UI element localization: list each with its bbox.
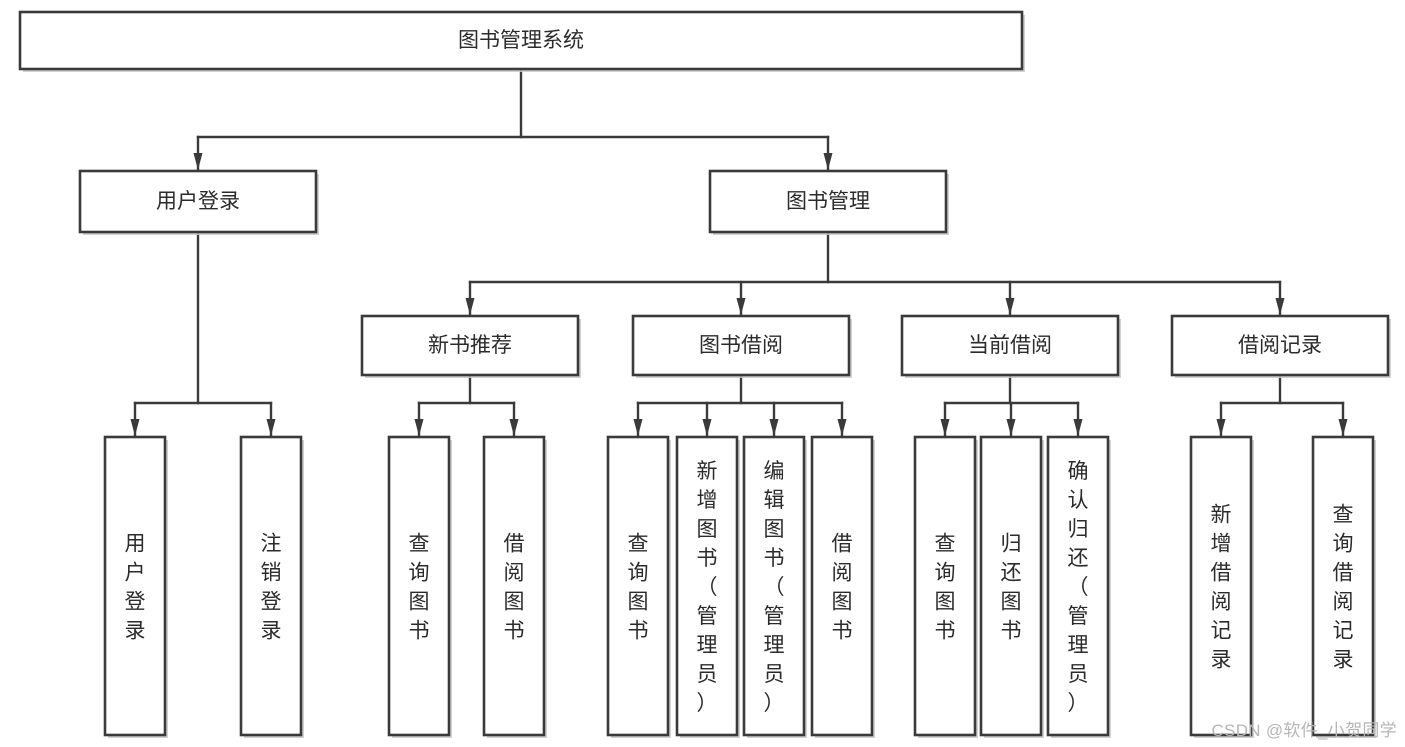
node-leaf-borrow-book-recommend[interactable]: 借阅图书 <box>482 435 547 738</box>
edge-group-book-management <box>465 230 1285 316</box>
edge-group-book-borrow <box>633 373 847 437</box>
arrow-head-icon <box>465 298 475 315</box>
node-borrow-record[interactable]: 借阅记录 <box>1170 314 1391 378</box>
node-label: 新增图书（管理员） <box>697 460 718 715</box>
node-current-borrow[interactable]: 当前借阅 <box>900 314 1121 378</box>
node-leaf-add-book[interactable]: 新增图书（管理员） <box>675 435 740 738</box>
node-leaf-borrow-book[interactable]: 借阅图书 <box>810 435 875 738</box>
node-label: 查询图书 <box>628 533 649 643</box>
arrow-head-icon <box>769 419 779 436</box>
arrow-head-icon <box>1005 298 1015 315</box>
arrow-head-icon <box>1216 419 1226 436</box>
arrow-head-icon <box>130 419 140 436</box>
node-label: 确认归还（管理员） <box>1068 460 1089 715</box>
edge-group-user-login <box>130 230 276 437</box>
node-leaf-add-borrow-record[interactable]: 新增借阅记录 <box>1189 435 1254 738</box>
arrow-head-icon <box>1006 419 1016 436</box>
node-label: 用户登录 <box>156 190 240 213</box>
node-label: 查询图书 <box>409 533 430 643</box>
node-label: 借阅图书 <box>504 533 525 643</box>
arrow-head-icon <box>414 419 424 436</box>
node-leaf-return-book[interactable]: 归还图书 <box>979 435 1044 738</box>
node-leaf-query-borrow-record[interactable]: 查询借阅记录 <box>1311 435 1376 738</box>
node-label: 新增借阅记录 <box>1211 504 1232 672</box>
edge-group-root <box>193 67 833 171</box>
node-book-management[interactable]: 图书管理 <box>708 169 949 235</box>
arrow-head-icon <box>1275 298 1285 315</box>
node-new-book-recommend[interactable]: 新书推荐 <box>360 314 581 378</box>
edge-group-new-book-recommend <box>414 373 519 437</box>
arrow-head-icon <box>940 419 950 436</box>
edge-group-current-borrow <box>940 373 1083 437</box>
node-label: 查询图书 <box>935 533 956 643</box>
arrow-head-icon <box>266 419 276 436</box>
node-leaf-confirm-return[interactable]: 确认归还（管理员） <box>1046 435 1111 738</box>
node-label: 图书管理 <box>786 190 870 213</box>
edge-group-borrow-record <box>1216 373 1348 437</box>
node-label: 注销登录 <box>261 533 282 643</box>
node-leaf-query-book-borrow[interactable]: 查询图书 <box>606 435 671 738</box>
node-label: 查询借阅记录 <box>1333 504 1354 672</box>
connector-layer <box>130 67 1348 437</box>
node-label: 归还图书 <box>1001 533 1022 643</box>
node-leaf-logout-login[interactable]: 注销登录 <box>239 435 304 738</box>
node-label: 新书推荐 <box>428 334 512 357</box>
node-root[interactable]: 图书管理系统 <box>18 10 1025 72</box>
node-label: 编辑图书（管理员） <box>764 460 785 715</box>
arrow-head-icon <box>193 153 203 170</box>
node-book-borrow[interactable]: 图书借阅 <box>631 314 852 378</box>
arrow-head-icon <box>1338 419 1348 436</box>
arrow-head-icon <box>736 298 746 315</box>
node-leaf-user-login[interactable]: 用户登录 <box>103 435 168 738</box>
node-label: 用户登录 <box>125 533 146 643</box>
node-leaf-query-book-recommend[interactable]: 查询图书 <box>387 435 452 738</box>
node-layer: 图书管理系统用户登录图书管理新书推荐图书借阅当前借阅借阅记录用户登录注销登录查询… <box>18 10 1391 738</box>
arrow-head-icon <box>509 419 519 436</box>
node-leaf-edit-book[interactable]: 编辑图书（管理员） <box>742 435 807 738</box>
arrow-head-icon <box>837 419 847 436</box>
node-leaf-query-book-current[interactable]: 查询图书 <box>913 435 978 738</box>
node-label: 图书借阅 <box>699 334 783 357</box>
arrow-head-icon <box>633 419 643 436</box>
node-label: 借阅图书 <box>832 533 853 643</box>
node-user-login[interactable]: 用户登录 <box>78 169 319 235</box>
node-label: 借阅记录 <box>1238 334 1322 357</box>
arrow-head-icon <box>823 153 833 170</box>
node-label: 图书管理系统 <box>458 29 584 52</box>
arrow-head-icon <box>702 419 712 436</box>
arrow-head-icon <box>1073 419 1083 436</box>
node-label: 当前借阅 <box>968 334 1052 357</box>
